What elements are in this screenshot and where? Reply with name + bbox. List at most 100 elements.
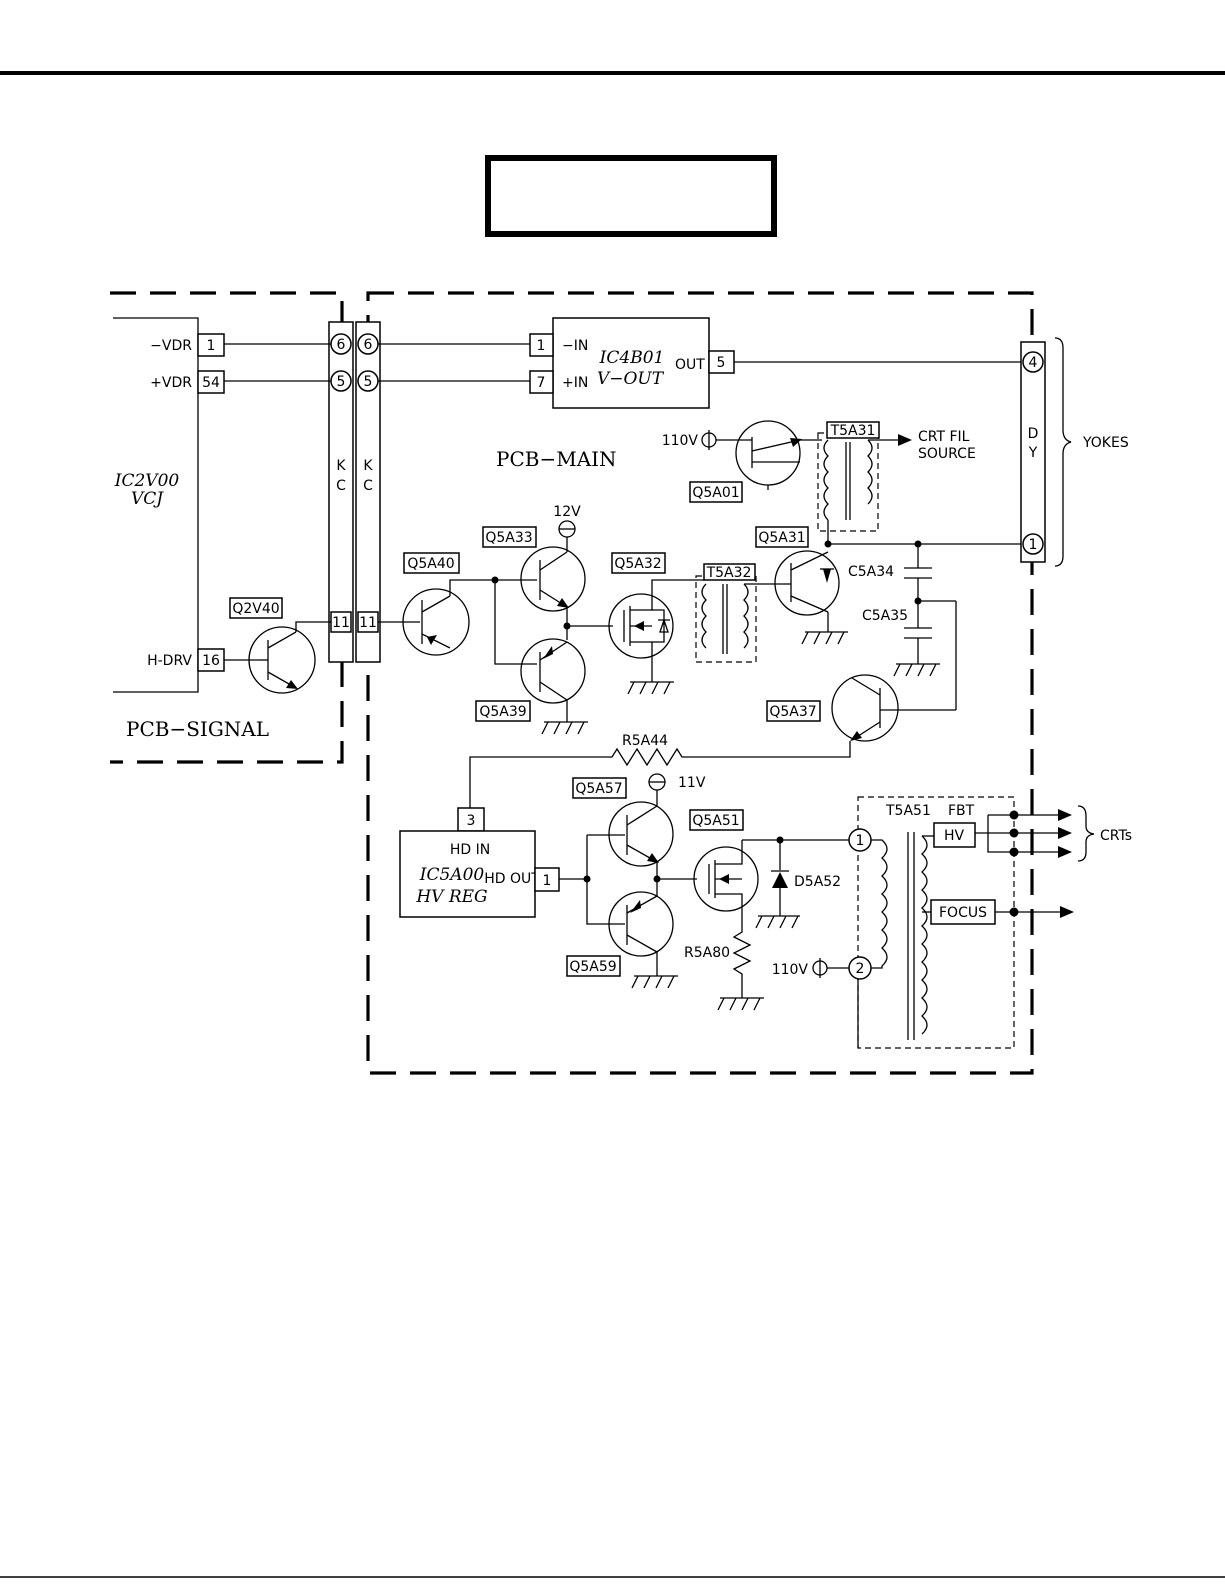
t5a31-box (817, 432, 879, 532)
d5a52-label: D5A52 (794, 874, 841, 890)
q5a59-collector (626, 934, 658, 953)
ic-hv-pin-1-num: 1 (543, 873, 552, 889)
wire-driver-bases (494, 579, 537, 665)
vout-pin-1 (529, 333, 554, 357)
dy-label-y: Y (1028, 445, 1038, 461)
t5a32-primary (701, 583, 707, 649)
c5a35-gnd-hatch (893, 663, 937, 677)
q5a40-arrow (427, 635, 437, 645)
dy-connector (1020, 341, 1046, 563)
q5a39-collector (539, 681, 568, 701)
hv-arrow-3 (1058, 846, 1072, 858)
crts-brace (1077, 805, 1095, 862)
dy-pin-1 (1022, 533, 1044, 555)
ic-vout-name: IC4B01 (599, 348, 665, 368)
t5a31-label: T5A31 (830, 423, 876, 439)
q5a59-transistor (608, 891, 674, 957)
q5a37-label: Q5A37 (769, 704, 816, 720)
q5a40-transistor (402, 588, 470, 656)
q5a31-collector (790, 551, 829, 571)
q5a57-collector (626, 805, 658, 826)
vout-pin-1-num: 1 (537, 338, 546, 354)
q5a31-transistor (774, 550, 840, 616)
t5a32-label-box (703, 563, 756, 581)
focus-box (930, 899, 996, 925)
q5a57-label: Q5A57 (575, 781, 622, 797)
wire-q5a40-driver (449, 579, 495, 596)
q5a57-transistor (608, 801, 674, 867)
q5a01-transistor (735, 420, 801, 486)
q5a51-label-box (689, 809, 744, 831)
ic-hv-name: IC5A00 (419, 865, 485, 885)
q5a33-label-box (482, 526, 537, 548)
kc-right-pin-6-num: 6 (364, 337, 373, 353)
ic-vcj-name: IC2V00 (114, 471, 180, 491)
crts-label: CRTs (1100, 828, 1132, 844)
dy-pin-4-num: 4 (1029, 355, 1038, 371)
q5a01-arrow (790, 438, 802, 447)
kc-left-pin-5-num: 5 (337, 374, 346, 390)
q5a40-emitter (421, 633, 451, 649)
kc-left-c: C (336, 478, 346, 494)
hv-node-2 (1009, 828, 1019, 838)
wire-hv-driver-bases (586, 834, 625, 925)
q5a39-emitter (539, 641, 568, 661)
t5a31-secondary (867, 439, 873, 505)
q5a32-label: Q5A32 (614, 556, 661, 572)
vout-out-label: OUT (675, 357, 705, 373)
q5a31-label-box (755, 526, 809, 548)
vout-pin-7 (529, 370, 554, 394)
kc-left-k: K (336, 458, 346, 474)
kc-right-k: K (363, 458, 373, 474)
kc-right-pin-11-num: 11 (359, 615, 377, 631)
pcb-signal-border (110, 291, 344, 764)
focus-node (1009, 907, 1019, 917)
q2v40-arrow (286, 680, 298, 689)
q5a59-emitter (626, 895, 658, 914)
c5a35-label: C5A35 (862, 608, 908, 624)
vcj-pin-16-num: 16 (202, 653, 220, 669)
q5a31-label: Q5A31 (758, 530, 805, 546)
q5a33-collector (539, 551, 568, 571)
focus-arrow (1060, 906, 1074, 918)
q5a39-gnd-hatch (541, 721, 585, 735)
supply-11v: 11V (678, 775, 706, 791)
fbt-pin-1-num: 1 (856, 833, 865, 849)
hv-label: HV (944, 828, 965, 844)
q5a51-arrow (719, 874, 729, 884)
kc-right-pin-5-num: 5 (364, 374, 373, 390)
c5a34-label: C5A34 (848, 564, 894, 580)
t5a51-box (857, 796, 1015, 1049)
fbt-label: FBT (948, 803, 975, 819)
vout-in-plus-label: +IN (562, 375, 588, 391)
q2v40-collector (267, 631, 297, 649)
q2v40-transistor (248, 626, 316, 694)
q5a32-arrow (634, 621, 644, 631)
q2v40-label-box (229, 597, 283, 619)
node-q5a31-c (824, 540, 832, 548)
focus-label: FOCUS (939, 905, 987, 921)
q5a57-label-box (572, 777, 627, 799)
t5a51-label: T5A51 (885, 803, 931, 819)
vcj-pin-54-num: 54 (202, 375, 220, 391)
q5a51-mosfet (693, 846, 759, 912)
q5a31-diode (823, 569, 831, 583)
q5a32-body-diode (652, 609, 670, 643)
dy-label-d: D (1028, 426, 1039, 442)
d5a52-gnd-hatch (755, 915, 799, 929)
q5a59-label: Q5A59 (569, 959, 616, 975)
q5a37-label-box (766, 700, 821, 722)
pcb-main-border (366, 291, 1034, 1075)
q5a59-label-box (566, 955, 621, 977)
yokes-label: YOKES (1082, 435, 1129, 451)
q5a01-label: Q5A01 (692, 485, 739, 501)
wire-q2v40-kc (295, 621, 331, 632)
hv-arrow-1 (1058, 809, 1072, 821)
t5a31-label-box (826, 421, 880, 439)
wire-hv-branches (987, 814, 1060, 853)
q5a59-arrow (630, 900, 641, 913)
dy-pin-4 (1022, 351, 1044, 373)
vcj-pin-1 (197, 333, 225, 357)
hv-box (933, 822, 976, 848)
q5a33-transistor (520, 546, 586, 612)
